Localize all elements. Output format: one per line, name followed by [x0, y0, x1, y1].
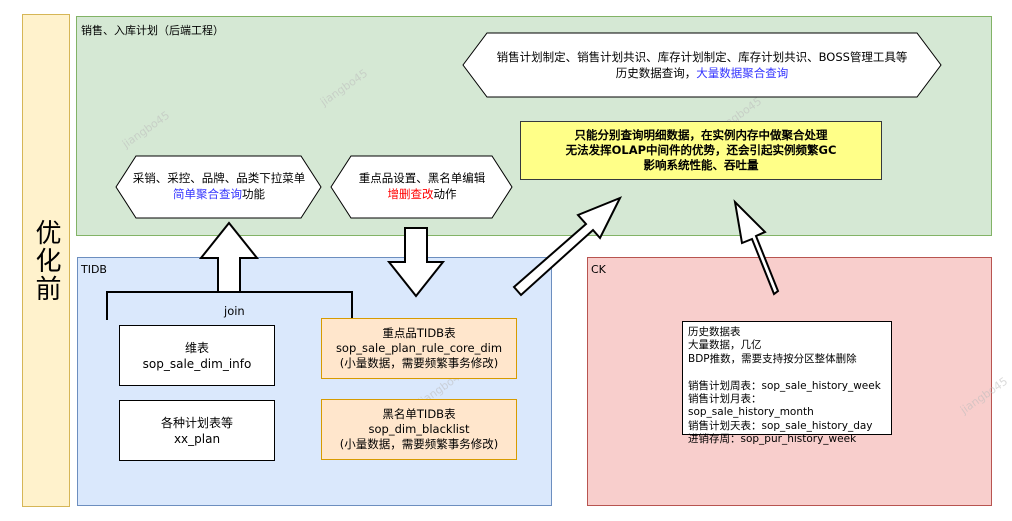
warning-line3: 影响系统性能、吞吐量: [643, 158, 759, 172]
plan-table-title: 各种计划表等: [160, 415, 233, 430]
region-sales-label: 销售、入库计划（后端工程）: [81, 24, 224, 37]
ck-line: 销售计划周表：sop_sale_history_week: [688, 379, 881, 392]
top-hexagon-line2: 历史数据查询，大量数据聚合查询: [616, 65, 789, 81]
left-hexagon: [115, 155, 322, 219]
key-product-table-note: (小量数据，需要频繁事务修改): [339, 356, 499, 370]
down-arrow-key-table: [386, 227, 446, 298]
ck-line: 大量数据，几亿: [688, 339, 762, 352]
warning-line1: 只能分别查询明细数据，在实例内存中做聚合处理: [574, 128, 828, 142]
blacklist-table-note: (小量数据，需要频繁事务修改): [339, 437, 499, 451]
join-label: join: [224, 304, 245, 318]
ck-line: 进销存周：sop_pur_history_week: [688, 433, 857, 446]
blacklist-table-box: 黑名单TIDB表 sop_dim_blacklist (小量数据，需要频繁事务修…: [321, 399, 517, 460]
ck-line: 销售计划月表：sop_sale_history_month: [688, 393, 814, 419]
left-hexagon-text: 采销、采控、品牌、品类下拉菜单 简单聚合查询功能: [120, 166, 318, 206]
left-hexagon-highlight: 简单聚合查询: [173, 187, 242, 201]
up-arrow-join: [198, 221, 260, 293]
key-product-table-box: 重点品TIDB表 sop_sale_plan_rule_core_dim (小量…: [321, 318, 517, 379]
top-hexagon-highlight: 大量数据聚合查询: [696, 66, 789, 80]
ck-line-spacer: [688, 366, 886, 379]
top-hexagon-line2-prefix: 历史数据查询，: [615, 66, 697, 80]
ck-line: BDP推数，需要支持按分区整体删除: [688, 352, 857, 365]
ck-line: 销售计划天表：sop_sale_history_day: [688, 419, 873, 432]
top-hexagon: [462, 32, 942, 98]
key-product-table-title: 重点品TIDB表: [382, 326, 456, 340]
mid-hexagon-line2: 增删查改动作: [388, 186, 457, 202]
warning-box: 只能分别查询明细数据，在实例内存中做聚合处理 无法发挥OLAP中间件的优势，还会…: [520, 121, 882, 180]
left-hexagon-line1: 采销、采控、品牌、品类下拉菜单: [132, 171, 306, 185]
ck-history-box: 历史数据表 大量数据，几亿 BDP推数，需要支持按分区整体删除 销售计划周表：s…: [682, 321, 892, 445]
diagonal-arrow-tidb: [512, 196, 623, 297]
left-hexagon-line2: 简单聚合查询功能: [173, 186, 265, 202]
plan-table-name: xx_plan: [173, 431, 221, 446]
blacklist-table-title: 黑名单TIDB表: [382, 407, 456, 421]
mid-hexagon: [330, 155, 513, 219]
mid-hexagon-highlight: 增删查改: [387, 187, 434, 201]
blacklist-table-name: sop_dim_blacklist: [368, 422, 470, 436]
dim-table-box: 维表 sop_sale_dim_info: [119, 325, 275, 386]
warning-line2: 无法发挥OLAP中间件的优势，还会引起实例频繁GC: [565, 143, 837, 157]
left-hexagon-line2-suffix: 功能: [242, 187, 265, 201]
plan-table-box: 各种计划表等 xx_plan: [119, 400, 275, 461]
ck-line: 历史数据表: [688, 326, 741, 338]
region-ck-label: CK: [591, 263, 606, 276]
top-hexagon-line1: 销售计划制定、销售计划共识、库存计划制定、库存计划共识、BOSS管理工具等: [496, 50, 908, 64]
mid-hexagon-line2-suffix: 动作: [433, 187, 457, 201]
mid-hexagon-line1: 重点品设置、黑名单编辑: [358, 171, 486, 185]
mid-hexagon-text: 重点品设置、黑名单编辑 增删查改动作: [335, 166, 509, 206]
up-arrow-ck: [733, 199, 780, 296]
key-product-table-name: sop_sale_plan_rule_core_dim: [335, 341, 503, 355]
region-tidb-label: TIDB: [81, 263, 107, 276]
top-hexagon-text: 销售计划制定、销售计划共识、库存计划制定、库存计划共识、BOSS管理工具等 历史…: [470, 40, 934, 90]
dim-table-name: sop_sale_dim_info: [142, 356, 252, 371]
side-label: 优化前: [22, 14, 70, 507]
dim-table-title: 维表: [184, 340, 209, 355]
